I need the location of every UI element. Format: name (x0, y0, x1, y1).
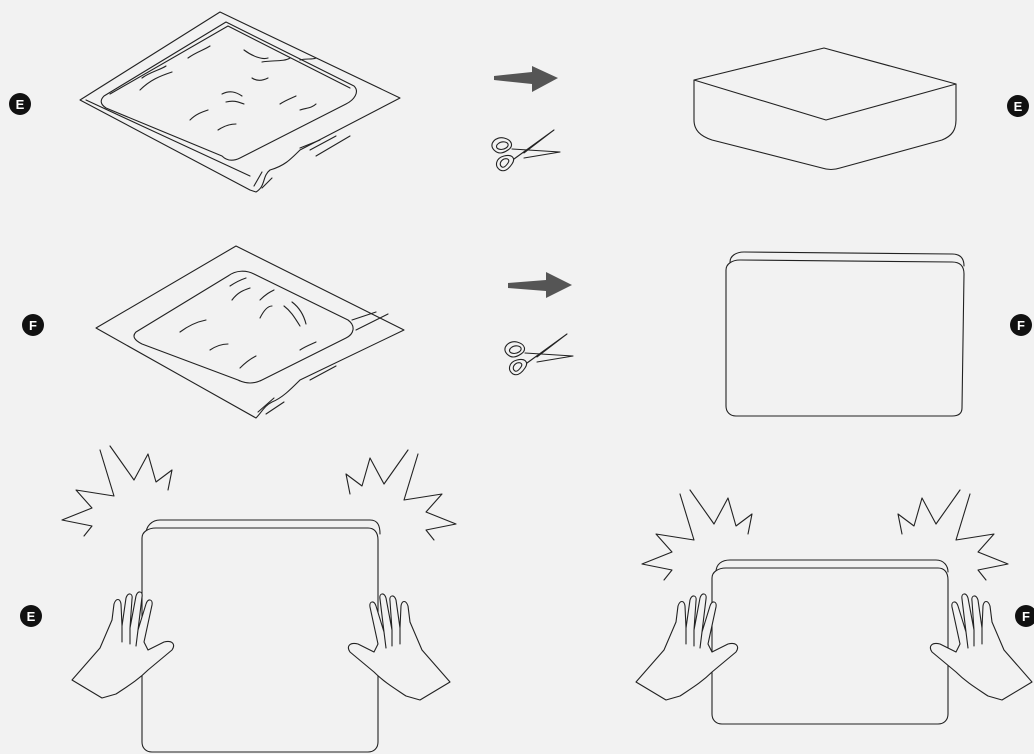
row-f-press: F (635, 489, 1034, 725)
svg-text:E: E (27, 609, 36, 624)
svg-text:F: F (1022, 609, 1030, 624)
expanded-mattress (725, 251, 965, 417)
vacuum-packed-mattress (95, 245, 405, 419)
badge-f-right-bottom: F (1015, 605, 1034, 627)
badge-e-left-top: E (9, 93, 31, 115)
scissors-icon (491, 129, 561, 172)
mattress-front (141, 519, 381, 753)
svg-text:E: E (16, 97, 25, 112)
row-f-unpack: F F (22, 245, 1032, 419)
burst-icon (641, 489, 753, 581)
burst-icon (345, 449, 457, 541)
badge-e-left-bottom: E (20, 605, 42, 627)
expanded-mattress (693, 47, 957, 171)
mattress-front (711, 559, 949, 725)
badge-e-right-top: E (1007, 95, 1029, 117)
burst-icon (897, 489, 1009, 581)
vacuum-packed-mattress (79, 11, 401, 193)
svg-text:E: E (1014, 99, 1023, 114)
badge-f-right-mid: F (1010, 314, 1032, 336)
arrow-right-icon (494, 66, 558, 92)
svg-text:F: F (1017, 318, 1025, 333)
burst-icon (61, 445, 173, 537)
row-e-press: E (20, 445, 457, 753)
svg-text:F: F (29, 318, 37, 333)
row-e-unpack: E E (9, 11, 1029, 193)
badge-f-left-mid: F (22, 314, 44, 336)
arrow-right-icon (508, 272, 572, 298)
scissors-icon (504, 333, 574, 376)
